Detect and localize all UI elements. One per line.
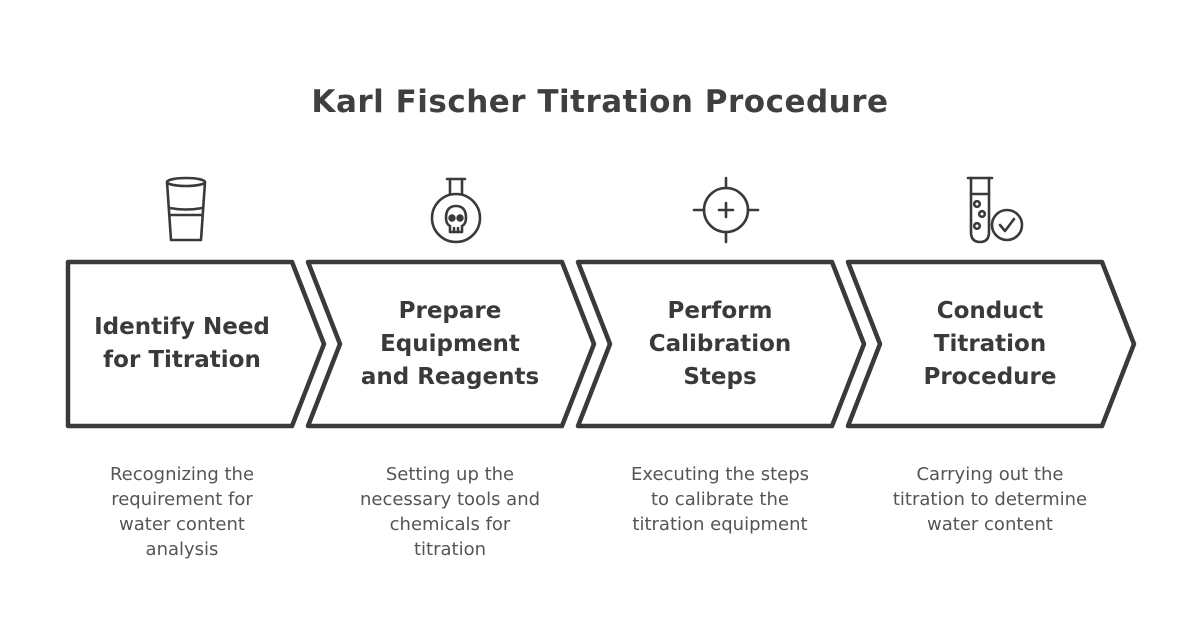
diagram-title: Karl Fischer Titration Procedure — [311, 84, 889, 120]
step-3-label: Perform Calibration Steps — [648, 297, 792, 390]
step-1-label: Identify Need for Titration — [94, 314, 270, 373]
glass-of-water-icon — [146, 170, 226, 250]
step-1-description: Recognizing the requirement for water co… — [109, 464, 255, 560]
step-3-description: Executing the steps to calibrate the tit… — [630, 464, 810, 535]
step-4-description: Carrying out the titration to determine … — [892, 464, 1088, 535]
chevron-step-4 — [845, 259, 1137, 429]
chevron-step-2 — [305, 259, 597, 429]
step-2-label: Prepare Equipment and Reagents — [360, 297, 540, 390]
chevron-step-3 — [575, 259, 867, 429]
step-2-description: Setting up the necessary tools and chemi… — [359, 464, 541, 560]
crosshair-icon — [686, 170, 766, 250]
test-tube-check-icon — [956, 170, 1036, 250]
step-4-label: Conduct Titration Procedure — [923, 297, 1057, 390]
chevron-step-1 — [65, 259, 327, 429]
poison-flask-icon — [416, 170, 496, 250]
